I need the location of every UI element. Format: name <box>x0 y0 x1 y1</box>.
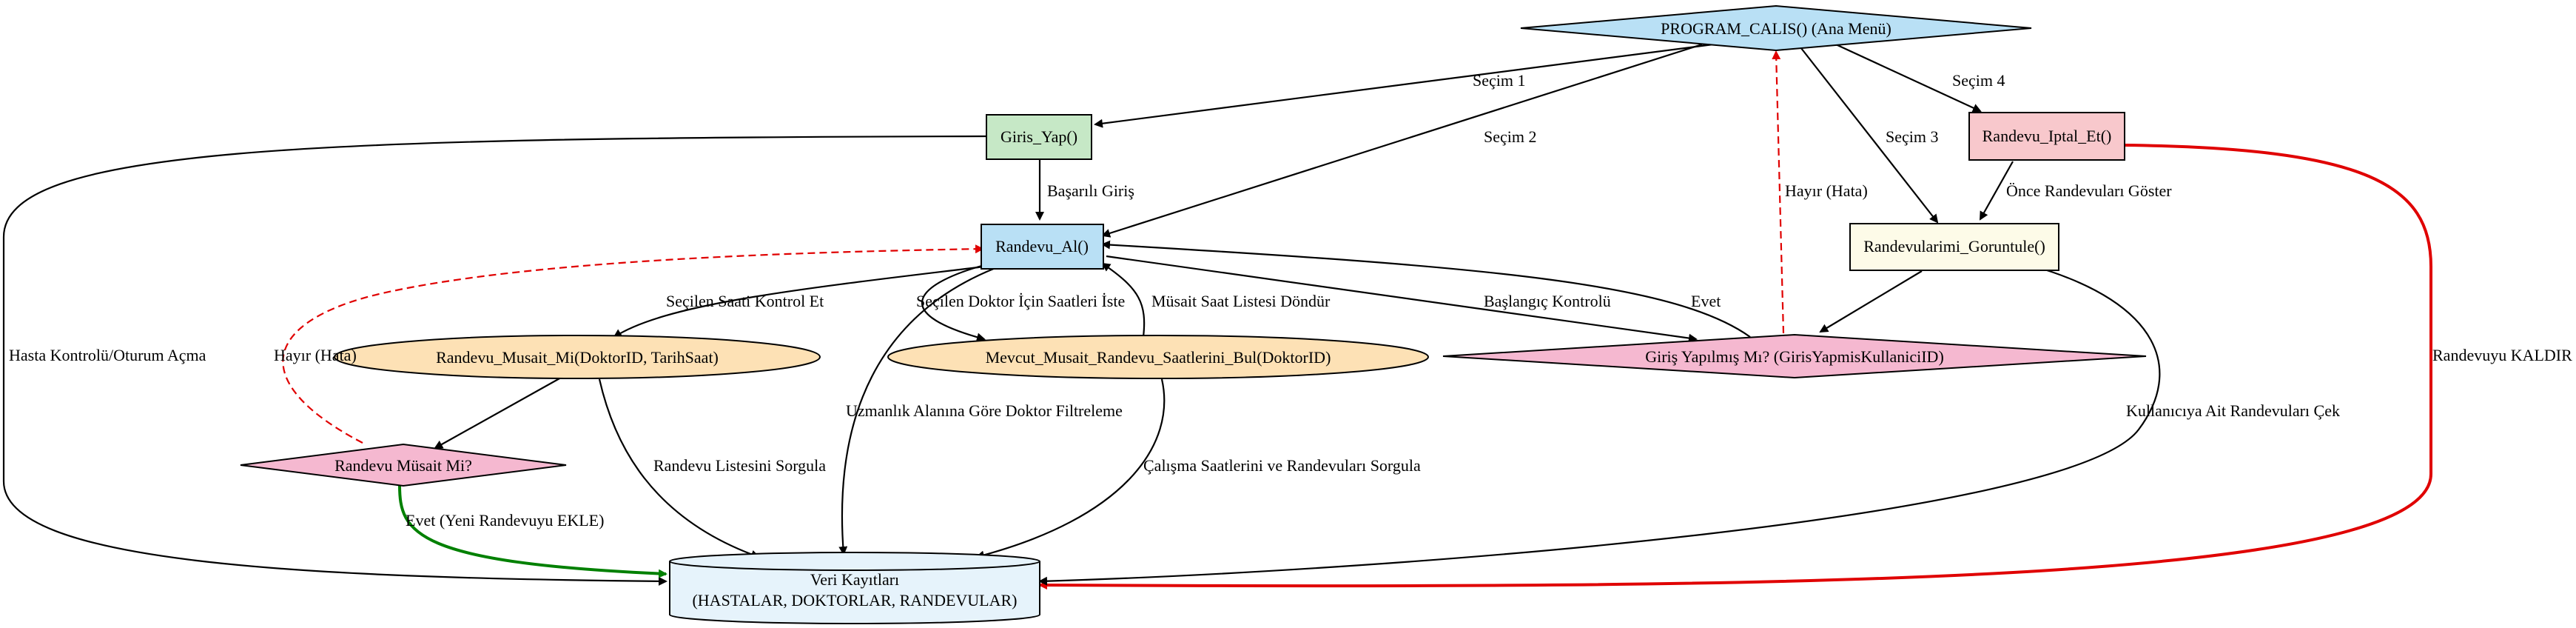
node-mevcut-musait: Mevcut_Musait_Randevu_Saatlerini_Bul(Dok… <box>887 335 1429 379</box>
node-giris-yapilmis-mi: Giriş Yapılmış Mı? (GirisYapmisKullanici… <box>1442 333 2147 379</box>
node-randevularimi-goruntule-label: Randevularimi_Goruntule() <box>1863 237 2045 255</box>
node-randevu-iptal-et-shape <box>1968 112 2125 161</box>
edge-secim-4 <box>1827 40 1982 113</box>
node-giris-yap: Giris_Yap() <box>986 114 1092 160</box>
edge-musait-to-decision <box>434 377 562 449</box>
node-randevu-al-shape <box>981 224 1104 270</box>
edge-secim-2 <box>1101 43 1703 238</box>
label-randevu-listesi: Randevu Listesini Sorgula <box>653 456 826 475</box>
label-secilen-doktor: Seçilen Doktor İçin Saatleri İste <box>916 292 1125 310</box>
edge-randevuyu-kaldir <box>1038 144 2432 590</box>
edge-hasta-kontrolu <box>2 135 989 586</box>
label-hayir-hata-left: Hayır (Hata) <box>274 346 357 364</box>
node-randevu-musait-decision: Randevu Müsait Mi? <box>240 443 567 487</box>
node-veri-kayitlari-label-1: Veri Kayıtları <box>810 570 899 589</box>
edge-goruntule-to-giris-check <box>1819 270 1923 333</box>
edge-musait-saat <box>1101 262 1146 338</box>
label-secim-2: Seçim 2 <box>1484 127 1537 146</box>
edge-secim-3 <box>1798 44 1939 224</box>
edge-randevu-listesi <box>598 378 760 559</box>
label-secim-3: Seçim 3 <box>1886 127 1939 146</box>
label-baslangic-kontrolu: Başlangıç Kontrolü <box>1484 292 1611 310</box>
node-randevu-al-label: Randevu_Al() <box>995 237 1089 255</box>
edge-secilen-doktor <box>921 264 986 342</box>
edge-uzmanlik <box>838 267 996 555</box>
node-randevu-musait-mi-shape <box>334 335 821 379</box>
node-randevu-iptal-et: Randevu_Iptal_Et() <box>1968 112 2125 161</box>
edge-calisma-saatleri <box>975 378 1166 560</box>
node-program-calis-shape <box>1520 4 2032 52</box>
node-giris-yap-label: Giris_Yap() <box>1001 127 1077 146</box>
edge-kullaniciya-ait <box>1038 265 2161 586</box>
label-secim-4: Seçim 4 <box>1952 71 2005 90</box>
node-program-calis-label: PROGRAM_CALIS() (Ana Menü) <box>1661 19 1891 38</box>
node-giris-yapilmis-mi-label: Giriş Yapılmış Mı? (GirisYapmisKullanici… <box>1645 347 1944 366</box>
node-mevcut-musait-shape <box>887 335 1429 379</box>
label-evet-yeni-randevu: Evet (Yeni Randevuyu EKLE) <box>406 511 604 530</box>
label-once-randevulari: Önce Randevuları Göster <box>2006 181 2172 200</box>
node-randevularimi-goruntule: Randevularimi_Goruntule() <box>1849 223 2059 271</box>
label-hasta-kontrolu: Hasta Kontrolü/Oturum Açma <box>9 346 206 364</box>
label-randevuyu-kaldir: Randevuyu KALDIR <box>2432 346 2572 364</box>
edge-hayir-hata-left <box>282 244 984 444</box>
label-musait-saat: Müsait Saat Listesi Döndür <box>1151 292 1331 310</box>
node-randevu-al: Randevu_Al() <box>981 224 1104 270</box>
edges <box>2 40 2432 590</box>
edge-labels: Seçim 1 Seçim 2 Seçim 3 Seçim 4 Başarılı… <box>9 71 2572 530</box>
label-evet: Evet <box>1691 292 1721 310</box>
node-randevularimi-goruntule-shape <box>1849 223 2059 271</box>
edge-evet <box>1101 240 1751 338</box>
edge-once-randevulari <box>1980 161 2014 221</box>
edge-baslangic-kontrolu <box>1106 255 1698 343</box>
node-giris-yapilmis-mi-shape <box>1442 333 2147 379</box>
node-randevu-musait-mi-label: Randevu_Musait_Mi(DoktorID, TarihSaat) <box>436 348 719 367</box>
edge-secilen-saati <box>613 265 985 338</box>
node-veri-kayitlari-label-2: (HASTALAR, DOKTORLAR, RANDEVULAR) <box>692 591 1017 609</box>
label-hayir-hata-top: Hayır (Hata) <box>1785 181 1868 200</box>
edge-hayir-hata-top <box>1772 50 1785 334</box>
node-giris-yap-shape <box>986 114 1092 160</box>
node-veri-kayitlari-top <box>669 552 1040 571</box>
label-secilen-saati: Seçilen Saati Kontrol Et <box>666 292 824 310</box>
nodes: PROGRAM_CALIS() (Ana Menü) Giris_Yap() R… <box>240 4 2147 624</box>
node-randevu-musait-decision-shape <box>240 443 567 487</box>
node-veri-kayitlari-body <box>669 561 1040 624</box>
label-calisma-saatleri: Çalışma Saatlerini ve Randevuları Sorgul… <box>1143 456 1421 475</box>
label-secim-1: Seçim 1 <box>1473 71 1526 90</box>
label-uzmanlik: Uzmanlık Alanına Göre Doktor Filtreleme <box>846 401 1123 420</box>
node-veri-kayitlari: Veri Kayıtları (HASTALAR, DOKTORLAR, RAN… <box>669 552 1040 624</box>
node-mevcut-musait-label: Mevcut_Musait_Randevu_Saatlerini_Bul(Dok… <box>986 348 1331 367</box>
node-randevu-musait-decision-label: Randevu Müsait Mi? <box>334 456 472 475</box>
label-basarili-giris: Başarılı Giriş <box>1047 181 1134 200</box>
edge-secim-1 <box>1094 41 1731 128</box>
label-kullaniciya-ait: Kullanıcıya Ait Randevuları Çek <box>2126 401 2340 420</box>
node-randevu-iptal-et-label: Randevu_Iptal_Et() <box>1983 127 2112 145</box>
edge-evet-yeni-randevu <box>398 484 667 578</box>
node-program-calis: PROGRAM_CALIS() (Ana Menü) <box>1520 4 2032 52</box>
node-randevu-musait-mi: Randevu_Musait_Mi(DoktorID, TarihSaat) <box>334 335 821 379</box>
